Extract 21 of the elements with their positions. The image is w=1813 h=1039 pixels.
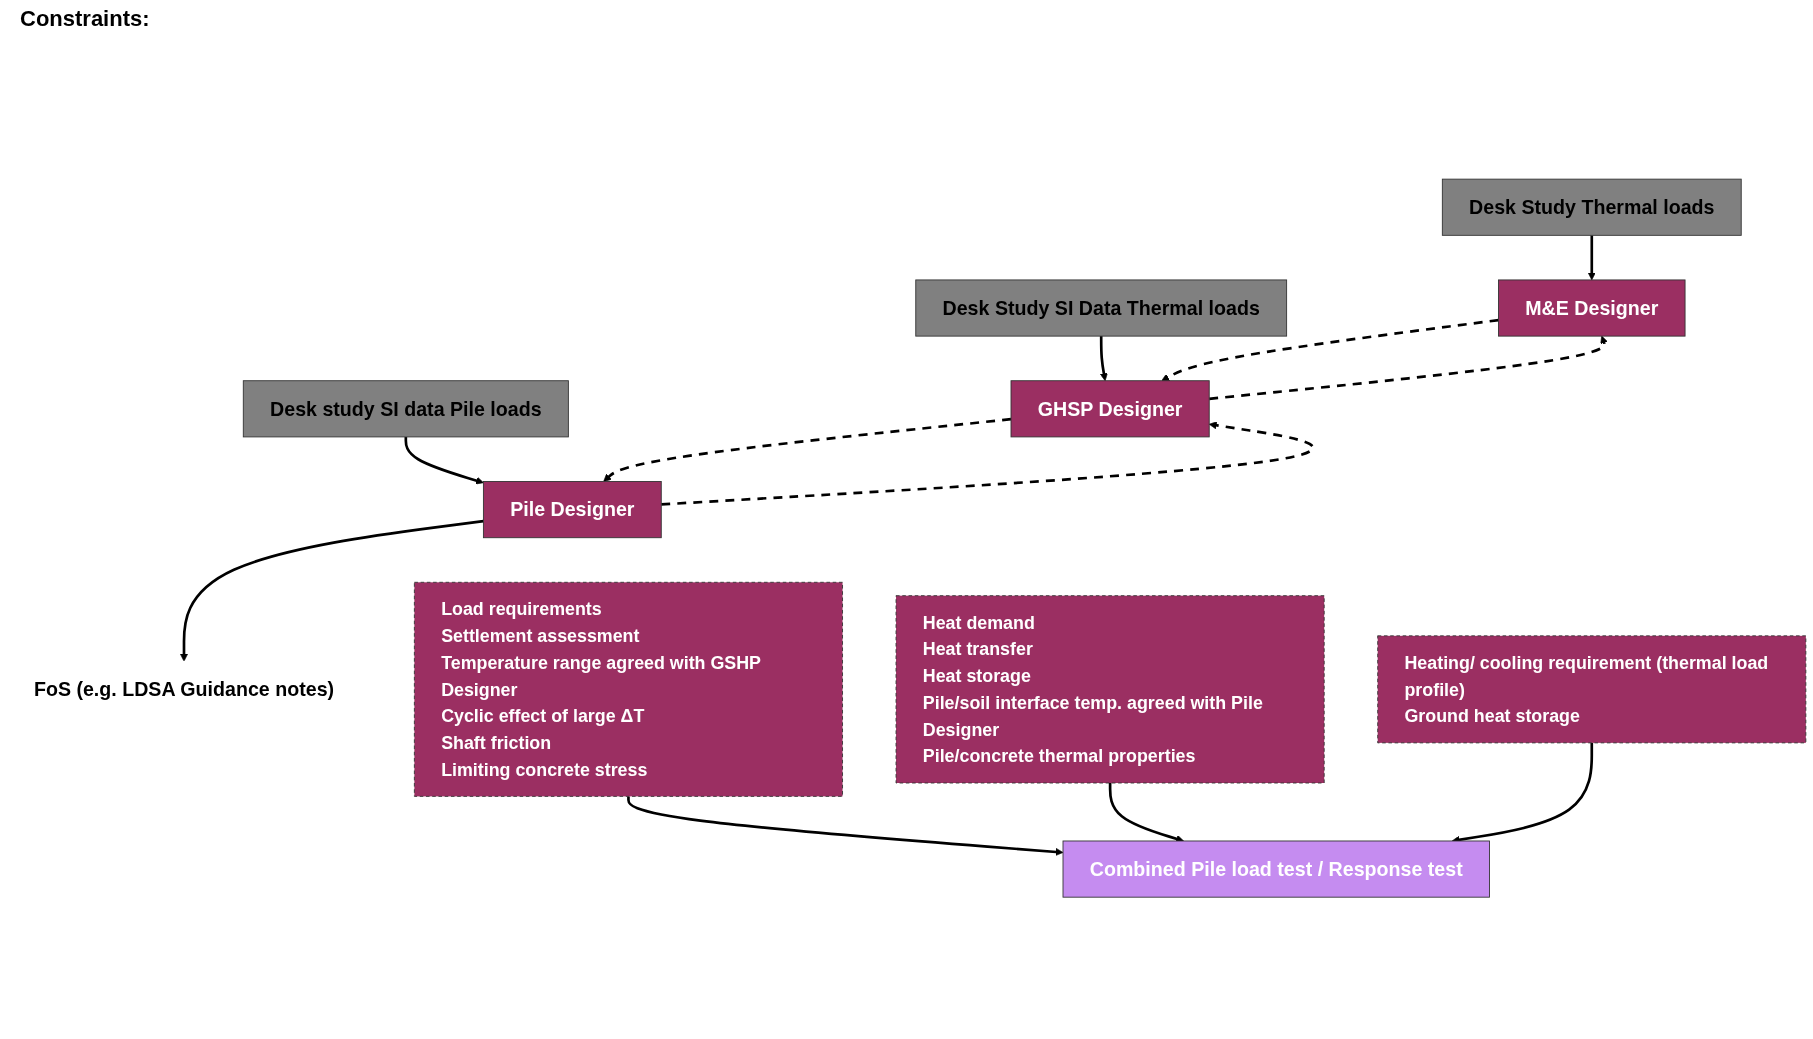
node-box: Desk Study Thermal loads — [1441, 179, 1742, 237]
section-heading: Constraints: — [20, 6, 150, 31]
arrow — [1161, 319, 1499, 382]
node-box: Desk Study SI Data Thermal loads — [915, 279, 1288, 337]
node-text: FoS (e.g. LDSA Guidance notes) — [33, 678, 335, 701]
node-box: M&E Designer — [1498, 279, 1686, 337]
arrow — [404, 437, 484, 485]
node-box: GHSP Designer — [1010, 380, 1210, 438]
node-box: Combined Pile load test / Response test — [1062, 840, 1490, 898]
arrow — [603, 418, 1012, 483]
arrow — [180, 520, 484, 662]
arrow — [1209, 336, 1608, 401]
node-box: Pile Designer — [482, 481, 662, 539]
arrow — [661, 421, 1314, 507]
arrow — [1587, 235, 1596, 281]
node-box: Heat demand Heat transfer Heat storage Pile/soil interface temp. agreed with Pile Designer Pile/concrete thermal properties — [895, 595, 1325, 784]
node-box: Load requirements Settlement assessment Temperature range agreed with GSHP Designer Cyclic effect of large ΔT Shaft friction Limiting concrete stress — [413, 582, 843, 798]
arrow — [627, 796, 1064, 857]
arrow — [1099, 336, 1108, 382]
node-box: Heating/ cooling requirement (thermal load profile) Ground heat storage — [1377, 635, 1807, 744]
node-box: Desk study SI data Pile loads — [242, 380, 569, 438]
